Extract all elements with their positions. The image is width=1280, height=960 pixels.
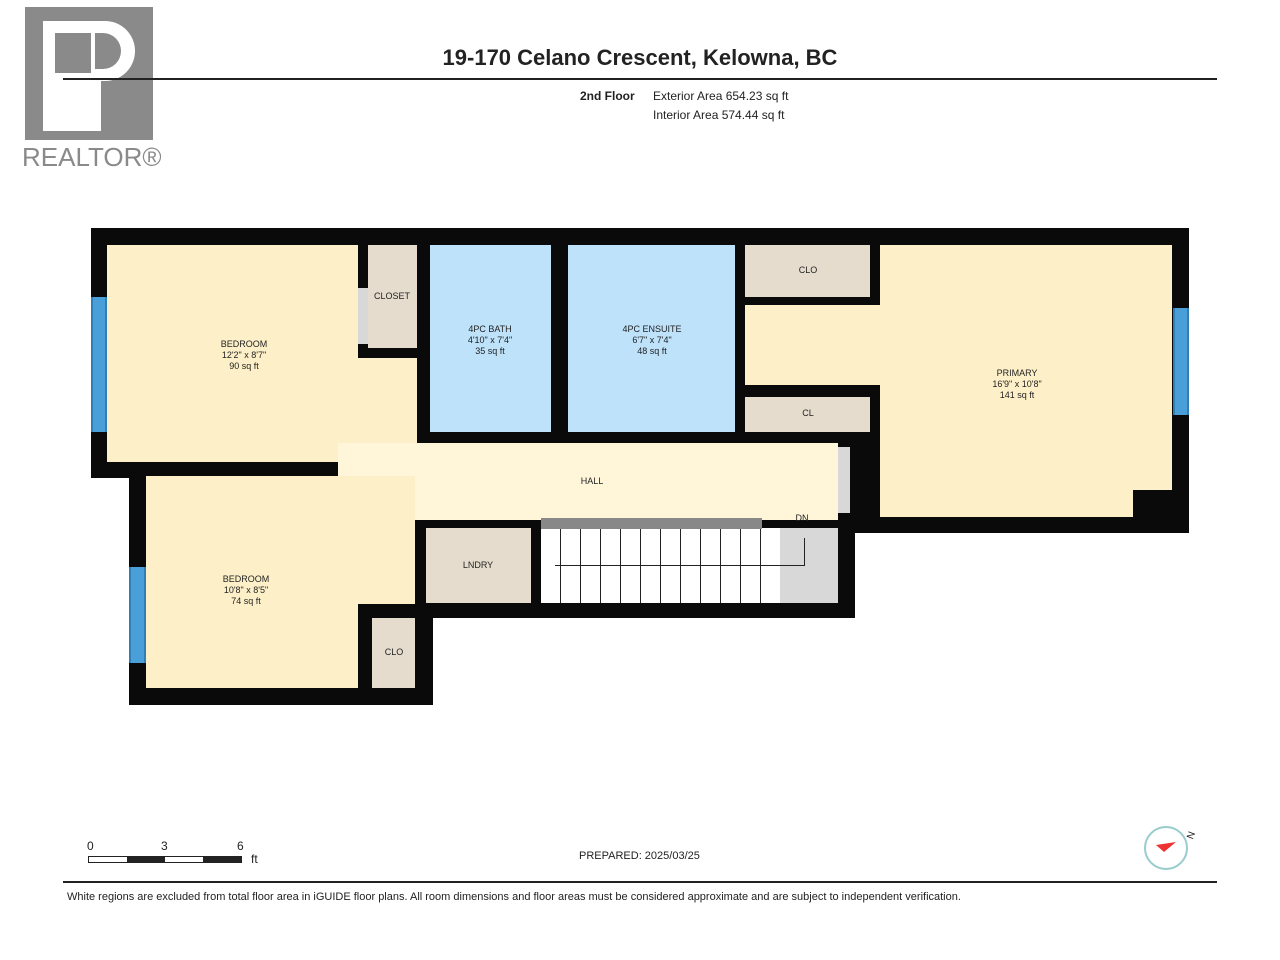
prepared-date: PREPARED: 2025/03/25 xyxy=(579,850,700,862)
interior-area: Interior Area 574.44 sq ft xyxy=(653,108,785,122)
bath xyxy=(430,245,551,432)
clo-label: CLO xyxy=(384,647,404,657)
page-title: 19-170 Celano Crescent, Kelowna, BC xyxy=(442,45,838,70)
closet-clo xyxy=(745,245,870,297)
window xyxy=(91,297,107,432)
hall-label: HALL xyxy=(580,476,604,486)
closet xyxy=(368,245,417,348)
window xyxy=(129,567,146,663)
cl-label: CL xyxy=(802,408,814,418)
scale-tick: 0 xyxy=(87,839,94,853)
floor-label: 2nd Floor xyxy=(580,89,635,103)
scale-tick: 3 xyxy=(161,839,168,853)
scale-unit: ft xyxy=(251,852,258,866)
laundry-label: LNDRY xyxy=(462,560,494,570)
bedroom-1 xyxy=(107,245,358,462)
closet-cl xyxy=(745,397,870,432)
window xyxy=(1173,308,1189,415)
laundry xyxy=(426,528,531,603)
closet-clo-2 xyxy=(372,618,415,688)
exterior-area: Exterior Area 654.23 sq ft xyxy=(653,89,789,103)
closet-label: CLOSET xyxy=(373,291,411,301)
disclaimer: White regions are excluded from total fl… xyxy=(67,891,961,903)
primary-bedroom xyxy=(880,245,1172,517)
compass-north-label: N xyxy=(1185,830,1199,841)
ensuite xyxy=(568,245,735,432)
scale-tick: 6 xyxy=(237,839,244,853)
realtor-logo xyxy=(25,7,153,140)
clo-label: CLO xyxy=(798,265,818,275)
compass-icon xyxy=(1144,826,1188,870)
header-divider xyxy=(63,78,1217,80)
footer-divider xyxy=(63,881,1217,883)
realtor-logo-text: REALTOR® xyxy=(22,142,162,172)
down-label: DN xyxy=(795,513,809,523)
hall xyxy=(338,443,838,520)
